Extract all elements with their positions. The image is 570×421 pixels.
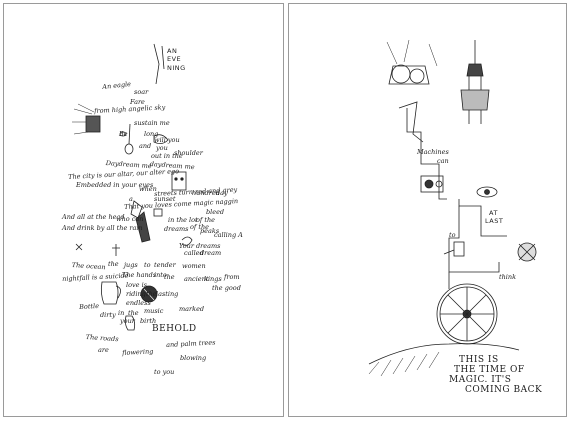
verse-line: hundred: [192, 189, 220, 197]
verse-line: love is: [126, 281, 147, 289]
connector-line: [458, 199, 482, 229]
verse-line: Be: [119, 130, 128, 138]
verse-line: sunset: [154, 195, 176, 203]
last-label: LAST: [485, 217, 504, 225]
verse-line: bleed: [206, 208, 225, 216]
verse-line: the: [128, 309, 139, 317]
closing-line: THIS IS: [459, 355, 499, 365]
verse-line: lasting: [156, 290, 179, 298]
verse-line: And all at the head: [62, 213, 125, 221]
column-sketch: [460, 89, 490, 111]
verse-line: the good: [212, 284, 241, 292]
verse-line: Your dreams: [179, 242, 221, 250]
verse-line: will you: [154, 136, 180, 144]
left-page-illustrations: [72, 43, 193, 331]
verse-line: The hands: [122, 271, 157, 279]
hand-sketch: [153, 134, 169, 144]
verse-line: dirty: [100, 311, 116, 319]
verse-line: calling A: [214, 231, 243, 239]
verse-line: your: [120, 317, 135, 325]
right-page-illustrations: [368, 39, 537, 377]
spark-strokes: [386, 39, 438, 67]
verse-line: day: [216, 189, 228, 197]
to-label: to: [449, 231, 456, 239]
curtain-sketch: [135, 211, 151, 243]
verse-line: shoulder: [174, 149, 203, 157]
verse-line: when: [139, 185, 157, 193]
verse-line: dream: [200, 249, 222, 257]
left-page: AN EVE NING An eagle soar Fare from high…: [3, 3, 284, 417]
verse-line: And drink by all the rain: [62, 224, 143, 232]
verse-line: the: [164, 273, 175, 281]
closing-line: COMING BACK: [465, 385, 543, 395]
verse-line: who can: [116, 215, 144, 223]
right-page: Machines can AT LAST to think THIS IS TH…: [288, 3, 567, 417]
heading-word: AN: [167, 47, 178, 55]
block-sketch: [453, 241, 465, 257]
at-label: AT: [489, 209, 498, 217]
guitar-sketch: [124, 143, 134, 155]
verse-line: called: [184, 249, 204, 257]
verse-line: ancient: [184, 275, 209, 283]
verse-line: soar: [134, 88, 149, 96]
verse-line: flowering: [121, 347, 154, 357]
verse-line: from: [224, 273, 240, 281]
verse-line: sustain me: [134, 119, 170, 127]
heading-word: NING: [167, 64, 186, 72]
verse-line: the: [108, 260, 119, 268]
verse-line: Fare: [130, 98, 145, 106]
verse-line: are: [98, 346, 109, 354]
verse-line: to you: [154, 368, 175, 376]
verse-line: of the: [196, 216, 216, 224]
star-sketch: [75, 243, 83, 251]
ground-line: [368, 343, 520, 365]
connector-line: [420, 149, 440, 176]
verse-line: women: [182, 262, 206, 270]
verse-line: peaks: [200, 227, 220, 235]
closing-line: MAGIC. IT'S: [449, 375, 512, 385]
portrait-sketch: [171, 171, 187, 191]
ink-stroke: [153, 43, 165, 85]
verse-line: riding: [126, 290, 146, 298]
verse-line: Embedded in your eyes: [76, 181, 154, 189]
verse-line: to: [144, 261, 151, 269]
verse-line: kings: [204, 275, 222, 283]
verse-line: long: [144, 130, 159, 138]
think-label: think: [499, 273, 517, 281]
verse-line: and: [139, 142, 152, 150]
verse-line: Bottle: [78, 301, 100, 311]
crank-arm-sketch: [398, 101, 424, 143]
closing-line: THE TIME OF: [454, 365, 525, 375]
machines-label: Machines: [417, 148, 449, 156]
verse-line: the: [146, 290, 157, 298]
wagon-wheel-sketch: [436, 283, 498, 345]
heading-word: EVE: [167, 55, 182, 63]
verse-line: endless: [126, 299, 151, 307]
connector-line: [448, 262, 500, 273]
behold-heading: BEHOLD: [152, 324, 197, 334]
verse-line: birth: [140, 317, 157, 325]
verse-line: in: [118, 309, 125, 317]
verse-line: a: [129, 195, 133, 203]
verse-line: music: [144, 307, 164, 315]
device-sketch: [420, 175, 444, 193]
can-label: can: [437, 157, 449, 165]
verse-line: out in the: [151, 152, 183, 160]
verse-line: of the: [190, 223, 210, 231]
verse-line: in the lot: [168, 216, 198, 224]
window-sketch: [85, 115, 101, 133]
pitcher-sketch: [100, 281, 119, 305]
verse-line: jugs: [124, 261, 138, 269]
verse-line: you: [156, 144, 168, 152]
verse-line: dreams: [164, 225, 189, 233]
hanging-lamp-sketch: [466, 63, 484, 77]
eye-sketch: [476, 186, 498, 198]
verse-line: into: [154, 271, 167, 279]
gear-sketch: [391, 64, 411, 84]
verse-line: marked: [179, 305, 205, 313]
verse-line: blowing: [180, 354, 207, 362]
verse-line: tender: [154, 261, 176, 269]
